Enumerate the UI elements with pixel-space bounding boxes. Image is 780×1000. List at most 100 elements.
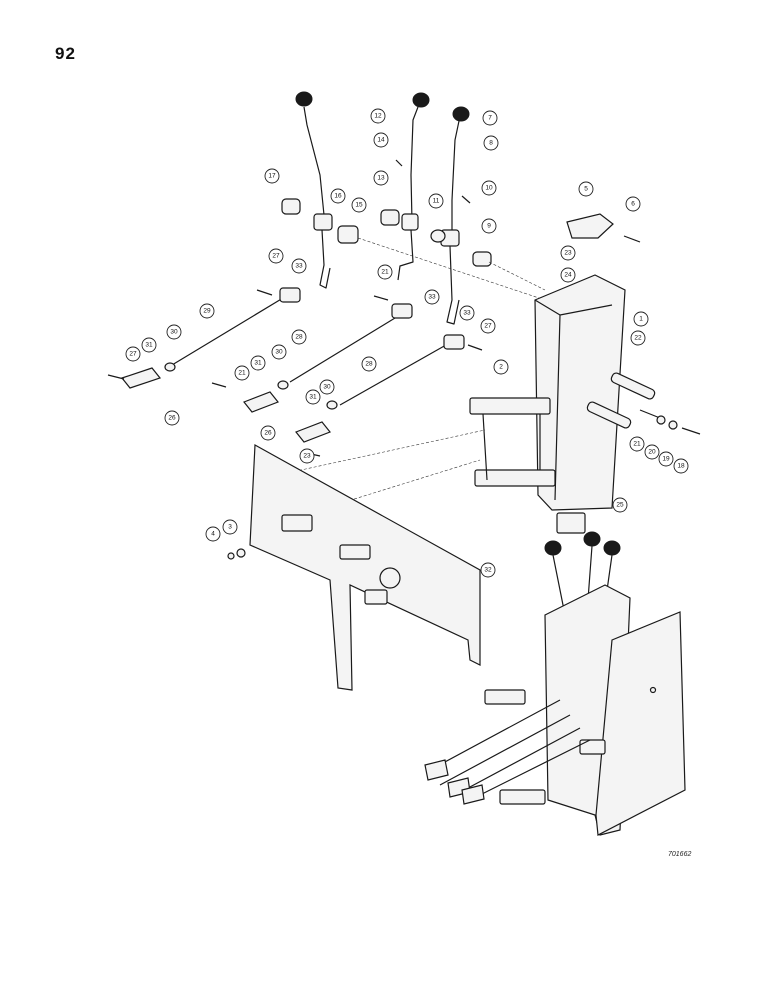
svg-text:12: 12 — [374, 113, 382, 120]
lever-left-rod — [303, 106, 325, 216]
svg-text:22: 22 — [634, 335, 642, 342]
callout-16: 16 — [330, 188, 346, 204]
svg-text:27: 27 — [272, 253, 280, 260]
svg-text:13: 13 — [377, 175, 385, 182]
knob-right — [452, 106, 470, 122]
callout-21: 21 — [629, 436, 645, 452]
svg-text:30: 30 — [275, 349, 283, 356]
pins-22 — [586, 372, 656, 429]
plate-32 — [249, 444, 481, 691]
svg-text:24: 24 — [564, 272, 572, 279]
leader-line — [334, 459, 481, 506]
callout-28: 28 — [361, 356, 377, 372]
callout-1: 1 — [633, 311, 649, 327]
callout-31: 31 — [305, 389, 321, 405]
svg-text:27: 27 — [129, 351, 137, 358]
svg-text:28: 28 — [365, 361, 373, 368]
callout-10: 10 — [481, 180, 497, 196]
svg-text:28: 28 — [295, 334, 303, 341]
callout-6: 6 — [625, 196, 641, 212]
svg-text:10: 10 — [485, 185, 493, 192]
svg-text:27: 27 — [484, 323, 492, 330]
svg-text:31: 31 — [254, 360, 262, 367]
bushing-16 — [313, 213, 333, 231]
leader-line — [357, 237, 546, 301]
svg-text:18: 18 — [677, 463, 685, 470]
screw-6 — [623, 235, 641, 243]
callout-19: 19 — [658, 451, 674, 467]
callout-27: 27 — [0, 0, 4, 4]
callout-7: 7 — [482, 110, 498, 126]
drawing-reference-number: 701662 — [668, 851, 692, 858]
callout-24: 24 — [560, 267, 576, 283]
callout-30: 30 — [319, 379, 335, 395]
svg-text:9: 9 — [487, 223, 491, 230]
callout-21: 21 — [377, 264, 393, 280]
bushing-17 — [281, 198, 301, 215]
callout-26: 26 — [260, 425, 276, 441]
svg-text:33: 33 — [463, 310, 471, 317]
callout-15: 15 — [351, 197, 367, 213]
svg-text:23: 23 — [564, 250, 572, 257]
callout-21: 21 — [234, 365, 250, 381]
lever-right — [440, 106, 470, 325]
bushing-15 — [337, 225, 359, 244]
callout-5: 5 — [578, 181, 594, 197]
leader-line — [488, 261, 546, 291]
washer-20 — [656, 415, 666, 425]
callout-2: 2 — [493, 359, 509, 375]
svg-text:32: 32 — [484, 567, 492, 574]
callout-20: 20 — [644, 444, 660, 460]
callout-31: 31 — [141, 337, 157, 353]
callout-31: 31 — [250, 355, 266, 371]
callout-33: 33 — [424, 289, 440, 305]
svg-text:6: 6 — [631, 201, 635, 208]
rod-28-lower — [339, 334, 483, 406]
callout-30: 30 — [166, 324, 182, 340]
leader-line — [254, 429, 486, 481]
callout-4: 4 — [205, 526, 221, 542]
svg-text:17: 17 — [268, 173, 276, 180]
bushing-13 — [380, 209, 400, 226]
callout-3: 3 — [222, 519, 238, 535]
callout-33: 33 — [459, 305, 475, 321]
washer-11 — [430, 229, 446, 243]
knob-middle — [412, 92, 430, 108]
svg-text:16: 16 — [334, 193, 342, 200]
svg-text:33: 33 — [295, 263, 303, 270]
callout-22: 22 — [630, 330, 646, 346]
svg-text:19: 19 — [662, 456, 670, 463]
callout-27: 27 — [125, 346, 141, 362]
callout-27: 27 — [268, 248, 284, 264]
lever-left — [295, 91, 333, 289]
callout-14: 14 — [373, 132, 389, 148]
callout-25: 25 — [612, 497, 628, 513]
lever-middle — [397, 92, 430, 281]
lever-middle-foot — [397, 229, 414, 281]
svg-text:8: 8 — [489, 140, 493, 147]
svg-text:30: 30 — [323, 384, 331, 391]
callout-27: 27 — [0, 0, 4, 4]
detent-plate-5 — [566, 213, 614, 239]
callout-23: 23 — [299, 448, 315, 464]
callout-26: 26 — [164, 410, 180, 426]
rod-29 — [171, 287, 301, 366]
lever-right-rod — [451, 120, 460, 232]
callout-18: 18 — [673, 458, 689, 474]
callout-28: 28 — [291, 329, 307, 345]
washer-19 — [668, 420, 678, 430]
svg-text:30: 30 — [170, 329, 178, 336]
svg-text:2: 2 — [499, 364, 503, 371]
svg-text:3: 3 — [228, 524, 232, 531]
nut-4 — [227, 552, 235, 560]
washer-3 — [236, 548, 246, 558]
svg-text:26: 26 — [168, 415, 176, 422]
svg-text:21: 21 — [381, 269, 389, 276]
bushing-middle — [401, 213, 419, 231]
lever-middle-rod — [410, 106, 419, 223]
svg-text:15: 15 — [355, 202, 363, 209]
bracket-1 — [469, 274, 626, 511]
callout-8: 8 — [483, 135, 499, 151]
